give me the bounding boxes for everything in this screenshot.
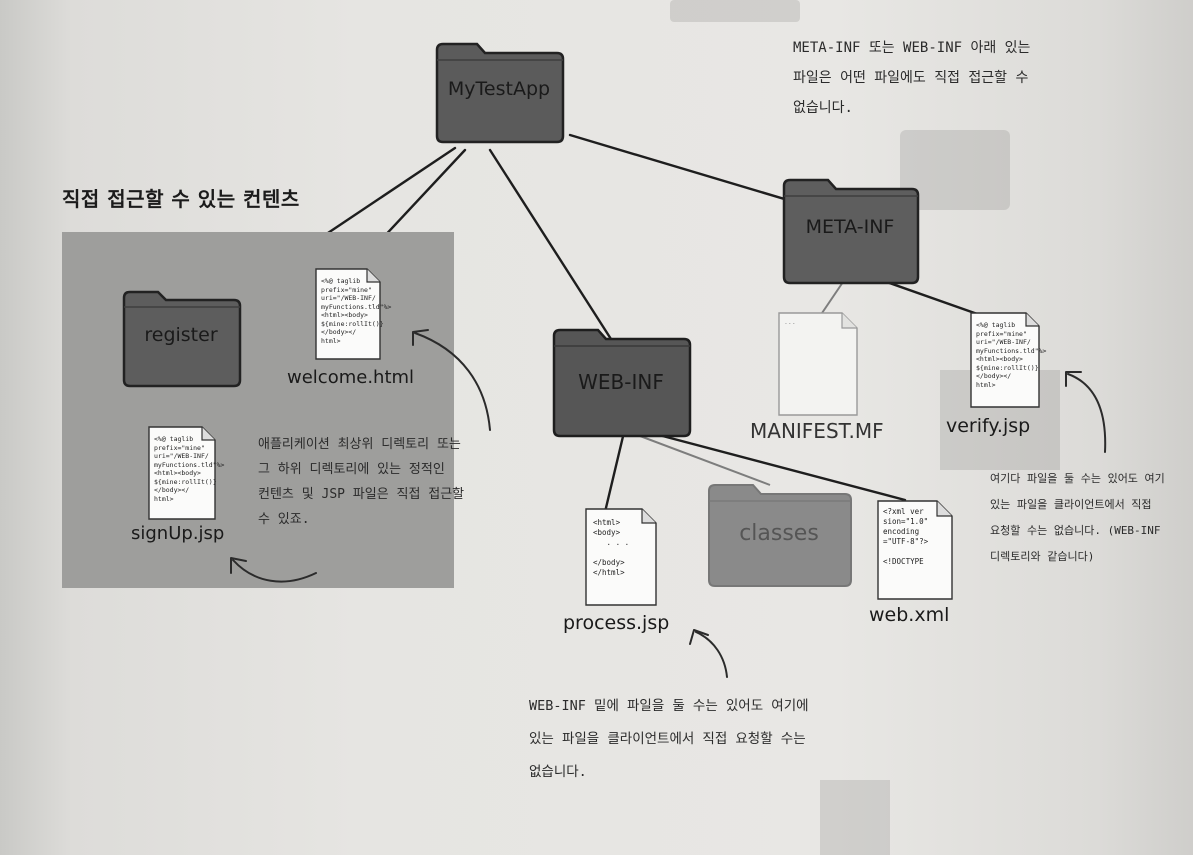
arrow-to-verify: [1067, 373, 1107, 453]
edge-webinf-classes: [631, 432, 771, 486]
document-icon: [585, 508, 657, 606]
file-name: signUp.jsp: [131, 523, 225, 544]
folder-icon: [122, 290, 242, 388]
doc-code: <%@ taglib prefix="mine" uri="/WEB-INF/ …: [976, 321, 1047, 389]
file-name: MANIFEST.MF: [750, 419, 884, 443]
doc-process-jsp: <html> <body> . . . </body> </html>: [585, 508, 657, 606]
doc-manifest-mf: ...: [778, 312, 858, 416]
folder-icon: [782, 178, 920, 285]
doc-signup-jsp: <%@ taglib prefix="mine" uri="/WEB-INF/ …: [148, 426, 224, 520]
file-name: verify.jsp: [946, 415, 1031, 437]
note-left: 애플리케이션 최상위 디렉토리 또는 그 하위 디렉토리에 있는 정적인 컨텐츠…: [258, 437, 465, 527]
folder-mytestapp: MyTestApp: [433, 42, 565, 144]
folder-icon: [552, 328, 692, 438]
arrow-to-signup: [232, 559, 317, 583]
edge-webinf-process: [603, 426, 627, 514]
file-name: welcome.html: [287, 367, 415, 388]
bleed-through-shape: [820, 780, 890, 855]
doc-code: ...: [784, 318, 796, 326]
doc-code: <%@ taglib prefix="mine" uri="/WEB-INF/ …: [321, 277, 392, 345]
doc-code: <%@ taglib prefix="mine" uri="/WEB-INF/ …: [154, 435, 225, 503]
folder-label: classes: [739, 521, 819, 546]
folder-label: META-INF: [805, 216, 895, 238]
arrow-to-process: [695, 631, 728, 678]
file-name: web.xml: [869, 604, 950, 626]
folder-web-inf: WEB-INF: [550, 328, 692, 438]
doc-verify-jsp: <%@ taglib prefix="mine" uri="/WEB-INF/ …: [970, 312, 1046, 408]
bleed-through-shape: [670, 0, 800, 22]
edge-webinf-webxml: [638, 428, 907, 502]
note-top-right: META-INF 또는 WEB-INF 아래 있는 파일은 어떤 파일에도 직접…: [793, 40, 1031, 116]
document-icon: [970, 312, 1040, 408]
document-icon: [877, 500, 953, 600]
doc-code: <?xml ver sion="1.0" encoding ="UTF-8"?>…: [883, 507, 929, 566]
arrowhead: [1065, 371, 1082, 387]
edge-root-webinf: [488, 148, 620, 352]
arrowhead: [689, 629, 709, 645]
edge-metainf-manifest: [819, 281, 844, 317]
document-icon: [315, 268, 381, 360]
folder-label: register: [144, 324, 218, 346]
arrow-to-welcome: [414, 332, 491, 431]
zone-title: 직접 접근할 수 있는 컨텐츠: [62, 187, 300, 211]
arrowhead: [412, 329, 429, 346]
arrowhead: [230, 557, 247, 574]
folder-label: MyTestApp: [447, 78, 551, 100]
note-bottom: WEB-INF 밑에 파일을 둘 수는 있어도 여기에 있는 파일을 클라이언트…: [529, 698, 809, 780]
doc-welcome-html: <%@ taglib prefix="mine" uri="/WEB-INF/ …: [315, 268, 391, 360]
folder-meta-inf: META-INF: [780, 178, 920, 285]
folder-label: WEB-INF: [578, 370, 664, 394]
doc-web-xml: <?xml ver sion="1.0" encoding ="UTF-8"?>…: [877, 500, 953, 600]
folder-classes: classes: [705, 483, 853, 588]
doc-code: <html> <body> . . . </body> </html>: [593, 518, 630, 577]
file-name: process.jsp: [563, 612, 670, 634]
document-icon: [148, 426, 216, 520]
document-icon: [778, 312, 858, 416]
folder-icon: [435, 42, 565, 144]
note-right: 여기다 파일을 둘 수는 있어도 여기 있는 파일을 클라이언트에서 직접 요청…: [990, 472, 1165, 563]
folder-icon: [708, 484, 852, 587]
folder-register: register: [120, 290, 242, 388]
